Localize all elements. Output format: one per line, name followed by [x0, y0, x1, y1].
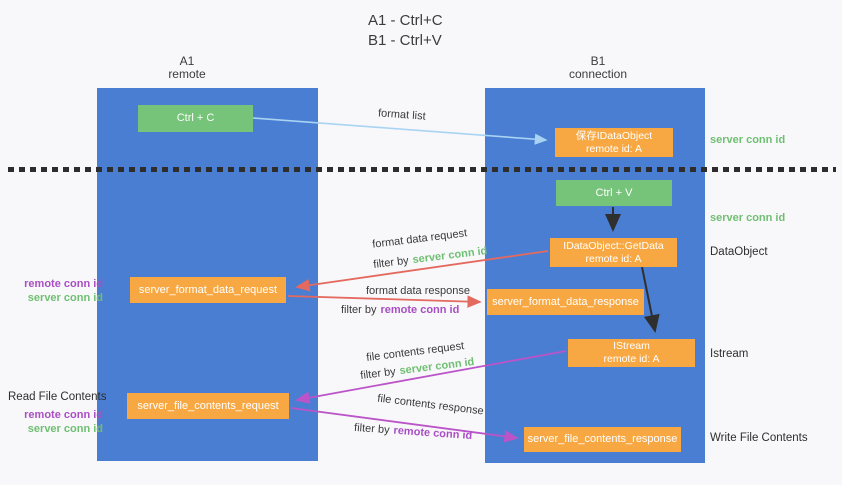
node-server-format-data-response-label: server_format_data_response — [492, 295, 639, 308]
server-conn-id-label-top: server conn id — [710, 134, 786, 146]
remote-conn-id-text: remote conn id — [393, 424, 473, 443]
lifeline-a1-name: A1 — [179, 54, 195, 68]
edge-label-file-contents-response: file contents response — [376, 392, 485, 418]
left-conn-id-labels-format: remote conn id server conn id — [0, 277, 103, 305]
diagram-title: A1 - Ctrl+C B1 - Ctrl+V — [368, 11, 443, 51]
node-ctrl-v: Ctrl + V — [556, 180, 672, 206]
filter-by-text: filter by — [372, 254, 410, 271]
title-line-ctrl-v: B1 - Ctrl+V — [368, 32, 442, 49]
remote-conn-id-text: remote conn id — [380, 304, 460, 316]
lifeline-a1-subtitle: remote — [168, 67, 206, 81]
read-file-contents-label: Read File Contents — [8, 391, 107, 403]
remote-conn-id-label: remote conn id — [24, 409, 103, 421]
server-conn-id-label: server conn id — [27, 423, 103, 435]
edge-label-format-data-request: format data request — [371, 227, 468, 251]
filter-by-text: filter by — [353, 421, 390, 437]
lifeline-header-a1: A1 remote — [127, 55, 247, 81]
node-istream: IStream remote id: A — [568, 339, 695, 367]
edge-label-format-list: format list — [377, 107, 427, 123]
filter-by-text: filter by — [359, 365, 397, 382]
server-conn-id-text: server conn id — [411, 245, 488, 267]
node-server-file-contents-response: server_file_contents_response — [524, 427, 681, 452]
node-save-idataobject-line2: remote id: A — [585, 142, 643, 155]
node-istream-line2: remote id: A — [603, 353, 660, 365]
remote-conn-id-label: remote conn id — [24, 278, 103, 290]
node-server-file-contents-request-label: server_file_contents_request — [137, 399, 279, 412]
node-idataobject-getdata-line1: IDataObject::GetData — [563, 239, 664, 252]
title-line-ctrl-c: A1 - Ctrl+C — [368, 12, 443, 29]
server-conn-id-text: server conn id — [398, 356, 475, 378]
write-file-contents-label: Write File Contents — [710, 432, 808, 444]
node-save-idataobject: 保存IDataObject remote id: A — [555, 128, 673, 157]
server-conn-id-label: server conn id — [27, 292, 103, 304]
node-ctrl-v-label: Ctrl + V — [595, 186, 633, 199]
node-istream-line1: IStream — [613, 340, 650, 352]
node-server-format-data-request: server_format_data_request — [130, 277, 286, 303]
node-ctrl-c-label: Ctrl + C — [176, 112, 215, 124]
node-server-file-contents-response-label: server_file_contents_response — [527, 433, 678, 445]
filter-by-text: filter by — [341, 304, 377, 316]
node-ctrl-c: Ctrl + C — [138, 105, 253, 132]
lifeline-b1-name: B1 — [590, 54, 606, 68]
lifeline-header-b1: B1 connection — [538, 55, 658, 81]
node-idataobject-getdata: IDataObject::GetData remote id: A — [550, 238, 677, 267]
left-conn-id-labels-file: remote conn id server conn id — [0, 408, 103, 436]
node-save-idataobject-line1: 保存IDataObject — [575, 129, 653, 142]
istream-label: Istream — [710, 348, 749, 360]
server-conn-id-label-mid: server conn id — [710, 212, 786, 224]
edge-label-format-data-response: format data response — [366, 285, 470, 297]
node-server-format-data-response: server_format_data_response — [487, 289, 644, 315]
lifeline-b1-subtitle: connection — [568, 67, 628, 81]
node-idataobject-getdata-line2: remote id: A — [585, 252, 642, 265]
session-divider-dotted-line — [8, 167, 836, 172]
node-server-file-contents-request: server_file_contents_request — [127, 393, 289, 419]
node-server-format-data-request-label: server_format_data_request — [138, 283, 278, 296]
dataobject-label: DataObject — [710, 246, 768, 258]
